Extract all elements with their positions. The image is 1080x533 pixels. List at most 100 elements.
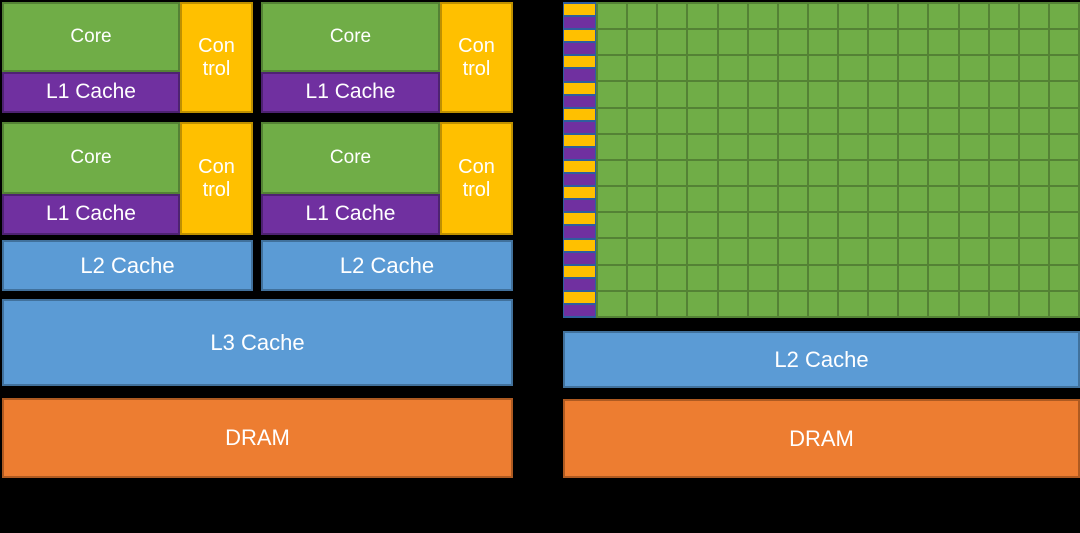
gpu-sm-row-stripes (564, 108, 595, 134)
gpu-core-cell (778, 134, 807, 159)
gpu-core-cell (1049, 134, 1078, 159)
gpu-core-cell (688, 4, 717, 29)
gpu-core-cell (598, 187, 627, 212)
gpu-core-cell (839, 213, 868, 238)
cpu-core-block: Core (261, 2, 440, 72)
gpu-core-cell (899, 265, 928, 290)
gpu-core-cell (1049, 82, 1078, 107)
cpu-core-stack: Core L1 Cache (2, 2, 180, 113)
l2-cache-label: L2 Cache (339, 252, 435, 278)
gpu-core-cell (598, 213, 627, 238)
gpu-l1-stripe (564, 43, 595, 55)
gpu-sm-row-stripes (564, 29, 595, 55)
gpu-core-cell (598, 291, 627, 316)
gpu-core-cell (748, 239, 777, 264)
cpu-l3-cache-block: L3 Cache (2, 299, 513, 386)
gpu-core-cell (778, 239, 807, 264)
cpu-core-stack: Core L1 Cache (2, 122, 180, 235)
gpu-dram-label: DRAM (789, 425, 854, 451)
cpu-l1-cache-block: L1 Cache (2, 72, 180, 113)
gpu-core-cell (778, 108, 807, 133)
gpu-core-cell (899, 291, 928, 316)
gpu-core-cell (899, 134, 928, 159)
gpu-core-cell (688, 134, 717, 159)
gpu-core-cell (929, 160, 958, 186)
gpu-sm-row-stripes (564, 291, 595, 317)
gpu-control-stripe (564, 4, 595, 16)
gpu-core-cell (899, 187, 928, 212)
gpu-core-cell (808, 4, 837, 29)
cpu-control-block: Con trol (440, 122, 513, 235)
gpu-core-cell (748, 265, 777, 290)
gpu-core-cell (989, 108, 1018, 133)
gpu-core-cell (628, 265, 657, 290)
gpu-core-cell (688, 239, 717, 264)
gpu-core-cell (688, 82, 717, 107)
gpu-core-cell (598, 108, 627, 133)
gpu-sm-row-stripes (564, 3, 595, 29)
gpu-core-cell (929, 108, 958, 133)
cpu-core-unit: Core L1 Cache Con trol (2, 2, 253, 113)
gpu-core-cell (808, 108, 837, 133)
gpu-control-stripe (564, 239, 595, 251)
cpu-dram-block: DRAM (2, 398, 513, 478)
cpu-control-block: Con trol (440, 2, 513, 113)
gpu-core-cell (959, 108, 988, 133)
gpu-core-cell (808, 56, 837, 81)
gpu-core-cell (808, 265, 837, 290)
gpu-core-cell (989, 187, 1018, 212)
gpu-core-cell (718, 30, 747, 55)
l1-cache-label: L1 Cache (46, 202, 136, 226)
gpu-core-cell (628, 30, 657, 55)
gpu-dram-block: DRAM (563, 399, 1080, 478)
gpu-core-cell (1019, 30, 1048, 55)
cpu-dram-label: DRAM (225, 425, 290, 451)
gpu-l1-stripe (564, 174, 595, 186)
gpu-core-cell (808, 160, 837, 186)
gpu-core-cell (839, 187, 868, 212)
gpu-control-stripe (564, 82, 595, 94)
gpu-core-cell (929, 4, 958, 29)
gpu-core-cell (598, 134, 627, 159)
gpu-core-cell (598, 239, 627, 264)
gpu-core-cell (808, 30, 837, 55)
cpu-core-block: Core (261, 122, 440, 194)
gpu-l1-stripe (564, 69, 595, 81)
gpu-core-cell (688, 160, 717, 186)
gpu-l1-stripe (564, 278, 595, 290)
gpu-core-cell (869, 82, 898, 107)
gpu-core-cell (688, 108, 717, 133)
gpu-core-cell (688, 213, 717, 238)
gpu-core-cell (748, 82, 777, 107)
gpu-core-cell (598, 265, 627, 290)
gpu-core-cell (869, 213, 898, 238)
gpu-core-cell (1019, 134, 1048, 159)
gpu-control-stripe (564, 134, 595, 146)
gpu-core-cell (628, 82, 657, 107)
gpu-core-cell (718, 265, 747, 290)
gpu-core-cell (718, 213, 747, 238)
gpu-core-cell (839, 30, 868, 55)
cpu-l1-cache-block: L1 Cache (2, 194, 180, 235)
l3-cache-label: L3 Cache (210, 329, 305, 355)
gpu-core-cell (899, 213, 928, 238)
gpu-l1-stripe (564, 252, 595, 264)
gpu-core-cell (748, 4, 777, 29)
cpu-core-unit: Core L1 Cache Con trol (261, 122, 513, 235)
gpu-core-cell (869, 134, 898, 159)
gpu-core-cell (658, 134, 687, 159)
gpu-core-cell (718, 239, 747, 264)
gpu-core-cell (839, 4, 868, 29)
gpu-core-cell (748, 291, 777, 316)
gpu-sm-row-stripes (564, 134, 595, 160)
gpu-control-stripe (564, 161, 595, 173)
gpu-core-cell (628, 239, 657, 264)
gpu-core-cell (628, 108, 657, 133)
gpu-core-cell (1049, 56, 1078, 81)
gpu-core-cell (718, 187, 747, 212)
gpu-core-cell (959, 187, 988, 212)
gpu-core-cell (658, 82, 687, 107)
gpu-core-cell (959, 265, 988, 290)
gpu-core-cell (1019, 265, 1048, 290)
